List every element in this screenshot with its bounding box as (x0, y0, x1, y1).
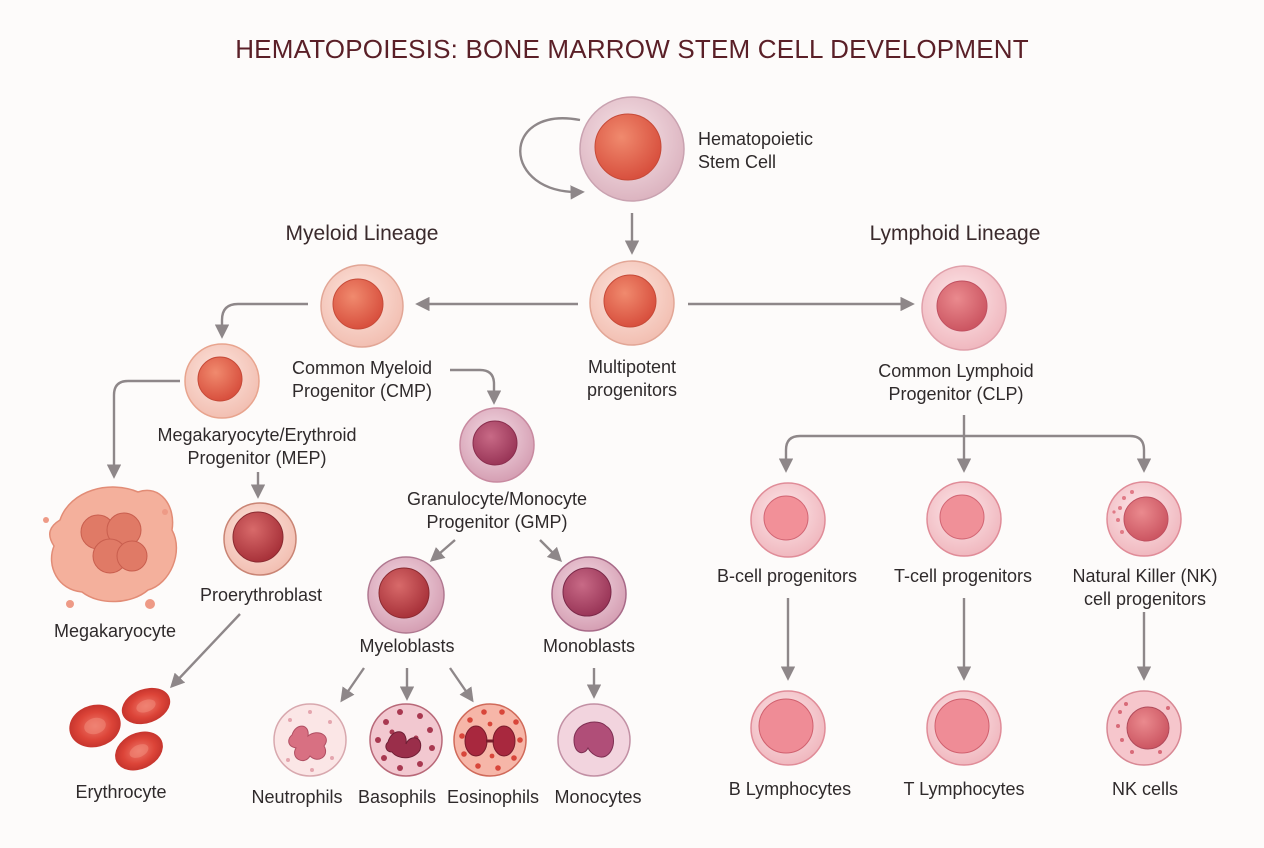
lymphoid-lineage-label: Lymphoid Lineage (870, 222, 1041, 245)
gmp-cell (459, 407, 535, 483)
clp-label-line: Common Lymphoid (878, 361, 1033, 381)
mpp-label-line: progenitors (587, 380, 677, 400)
myeloid-lineage-label: Myeloid Lineage (286, 222, 439, 245)
proerythroblast-cell (223, 502, 297, 576)
arrows (106, 117, 1152, 703)
cmp-cell (320, 264, 404, 348)
cmp-label-line: Common Myeloid (292, 358, 432, 378)
hsc-cell (579, 96, 685, 202)
cmp-label-line: Progenitor (CMP) (292, 381, 432, 401)
erythrocyte-cells (69, 687, 171, 771)
self-renewal-arrow (519, 117, 585, 200)
mep-label-line: Megakaryocyte/Erythroid (157, 425, 356, 445)
eosinophils-label: Eosinophils (447, 787, 539, 807)
megakaryocyte-cell (43, 486, 178, 609)
arrow-gmp-myeloblasts (429, 539, 456, 562)
arrow-mep-megakaryocyte (106, 379, 180, 479)
tprog-label: T-cell progenitors (894, 566, 1032, 586)
nkcells-cell (1106, 690, 1182, 766)
page-title: HEMATOPOIESIS: BONE MARROW STEM CELL DEV… (235, 34, 1029, 64)
blymph-cell (750, 690, 826, 766)
arrow-clp-bprog (778, 434, 964, 473)
monoblasts-label-line: Monoblasts (543, 636, 635, 656)
basophils-label: Basophils (358, 787, 436, 807)
megakaryocyte-label: Megakaryocyte (54, 621, 176, 641)
monoblasts-cell (551, 556, 627, 632)
tlymph-label-line: T Lymphocytes (903, 779, 1024, 799)
basophils-label-line: Basophils (358, 787, 436, 807)
nkcells-label: NK cells (1112, 779, 1178, 799)
clp-cell (921, 265, 1007, 351)
proerythroblast-label-line: Proerythroblast (200, 585, 322, 605)
mpp-label: Multipotent progenitors (587, 357, 677, 400)
arrow-clp-nkprog (964, 434, 1152, 473)
mep-cell (184, 343, 260, 419)
basophils-cell (369, 703, 443, 777)
myeloblasts-cell (367, 556, 445, 634)
neutrophils-label-line: Neutrophils (251, 787, 342, 807)
erythrocyte-label-line: Erythrocyte (75, 782, 166, 802)
mep-label-line: Progenitor (MEP) (187, 448, 326, 468)
proerythroblast-label: Proerythroblast (200, 585, 322, 605)
hsc-label-line: Hematopoietic (698, 129, 813, 149)
arrow-myeloblasts-neutrophils (340, 667, 365, 703)
monocytes-label: Monocytes (554, 787, 641, 807)
bprog-cell (750, 482, 826, 558)
neutrophils-cell (273, 703, 347, 777)
tprog-cell (926, 481, 1002, 557)
arrow-gmp-monoblasts (539, 539, 563, 563)
monocytes-label-line: Monocytes (554, 787, 641, 807)
nkprog-label-line: cell progenitors (1084, 589, 1206, 609)
erythrocyte-label: Erythrocyte (75, 782, 166, 802)
arrow-myeloblasts-eosinophils (449, 667, 474, 703)
bprog-label: B-cell progenitors (717, 566, 857, 586)
nkprog-label-line: Natural Killer (NK) (1072, 566, 1217, 586)
bprog-label-line: B-cell progenitors (717, 566, 857, 586)
myeloblasts-label-line: Myeloblasts (359, 636, 454, 656)
blymph-label-line: B Lymphocytes (729, 779, 851, 799)
mpp-label-line: Multipotent (588, 357, 676, 377)
nkprog-label: Natural Killer (NK) cell progenitors (1072, 566, 1217, 609)
neutrophils-label: Neutrophils (251, 787, 342, 807)
eosinophils-label-line: Eosinophils (447, 787, 539, 807)
mpp-cell (589, 260, 675, 346)
blymph-label: B Lymphocytes (729, 779, 851, 799)
hsc-label-line: Stem Cell (698, 152, 776, 172)
megakaryocyte-label-line: Megakaryocyte (54, 621, 176, 641)
tlymph-label: T Lymphocytes (903, 779, 1024, 799)
arrow-cmp-gmp (450, 368, 502, 405)
monocytes-cell (557, 703, 631, 777)
myeloblasts-label: Myeloblasts (359, 636, 454, 656)
tprog-label-line: T-cell progenitors (894, 566, 1032, 586)
nkprog-cell (1106, 481, 1182, 557)
arrow-cmp-mep (214, 302, 308, 339)
eosinophils-cell (453, 703, 527, 777)
clp-label-line: Progenitor (CLP) (888, 384, 1023, 404)
tlymph-cell (926, 690, 1002, 766)
gmp-label-line: Progenitor (GMP) (426, 512, 567, 532)
arrow-proerythroblast-erythrocyte (170, 613, 241, 689)
nkcells-label-line: NK cells (1112, 779, 1178, 799)
monoblasts-label: Monoblasts (543, 636, 635, 656)
gmp-label-line: Granulocyte/Monocyte (407, 489, 587, 509)
